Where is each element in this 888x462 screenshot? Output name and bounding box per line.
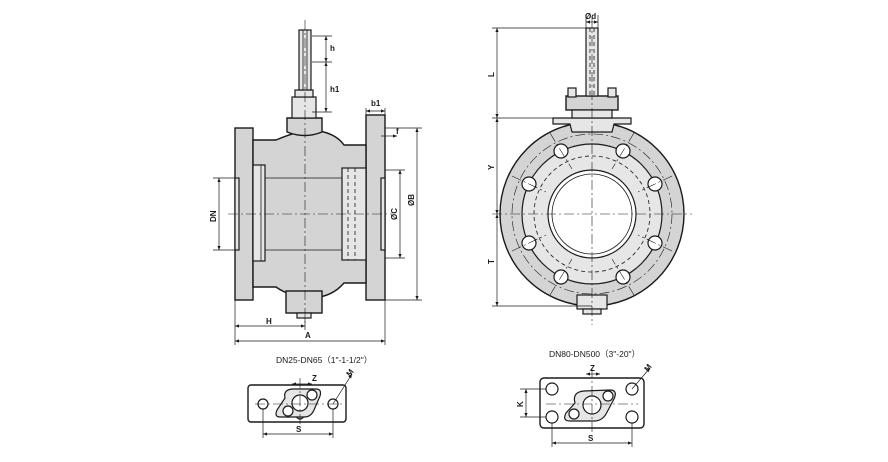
dim-hh-label: H <box>266 317 272 326</box>
pad-bolt <box>567 87 577 98</box>
mounting-pad-large: Z M K S <box>516 362 654 447</box>
dim-m-large-label: M <box>642 362 653 373</box>
stem-collar <box>294 89 314 98</box>
dim-z-small-label: Z <box>312 374 317 383</box>
dim-z-large-label: Z <box>590 364 595 373</box>
bottom-plug <box>296 312 312 319</box>
dim-s-small-label: S <box>296 425 302 434</box>
dim-y-label: Y <box>487 164 496 170</box>
dim-f-label: f <box>396 127 399 136</box>
dim-dn-label: DN <box>209 210 218 222</box>
top-bracket <box>552 117 632 133</box>
pad-hole <box>625 410 639 424</box>
dim-s-large-label: S <box>588 434 594 443</box>
dim-c-label: ØC <box>390 208 399 220</box>
left-neck <box>252 164 266 262</box>
side-view: h h1 b1 f DN ØC ØB H A <box>209 20 422 345</box>
top-bonnet <box>286 117 323 137</box>
dim-d-label: Ød <box>585 12 596 21</box>
dim-m-small-label: M <box>344 367 355 378</box>
bottom-trunnion <box>285 290 323 314</box>
caption-right: DN80-DN500（3"-20"） <box>549 349 640 359</box>
dim-t-label: T <box>487 259 496 264</box>
stem-housing <box>291 96 317 119</box>
dim-b-label: ØB <box>407 194 416 206</box>
pad-hole <box>545 382 559 396</box>
dim-h-label: h <box>330 44 335 53</box>
pad-hole <box>545 410 559 424</box>
dim-b1-label: b1 <box>371 99 381 108</box>
dim-a-label: A <box>305 331 311 340</box>
pad-bolt <box>607 87 617 98</box>
mounting-pad-small: Z M S <box>247 367 356 438</box>
dim-h1-label: h1 <box>330 85 340 94</box>
dim-k-label: K <box>516 401 525 407</box>
front-view: Ød L Y T <box>487 12 692 325</box>
caption-left: DN25-DN65（1"-1-1/2"） <box>276 355 372 365</box>
dim-l-label: L <box>487 72 496 77</box>
